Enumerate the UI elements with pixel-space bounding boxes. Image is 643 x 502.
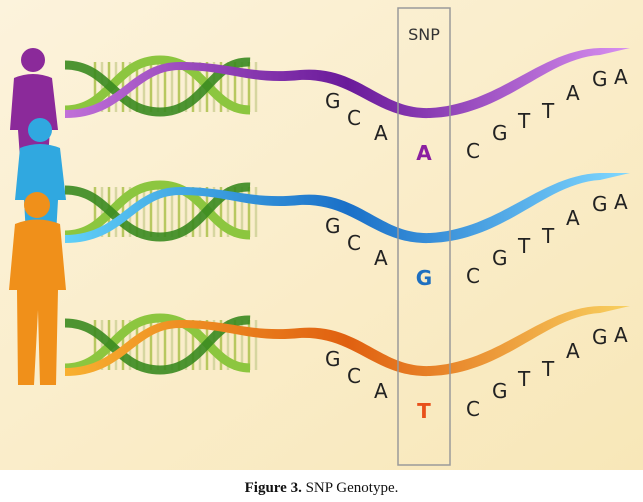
base-letter: G: [325, 347, 341, 371]
caption-label: Figure 3.: [244, 480, 302, 496]
person-orange-icon: [9, 192, 66, 385]
ribbon-strand: [65, 306, 630, 377]
base-letter: G: [592, 192, 608, 216]
base-letter: A: [374, 121, 388, 145]
base-letter: G: [492, 121, 508, 145]
base-letter: G: [325, 89, 341, 113]
snp-base-letter: T: [417, 399, 431, 423]
base-letter: A: [566, 206, 580, 230]
base-letter: G: [325, 214, 341, 238]
base-letter: T: [517, 367, 531, 391]
base-letter: C: [347, 106, 361, 130]
base-letter: T: [517, 109, 531, 133]
base-letter: A: [374, 379, 388, 403]
snp-label: SNP: [408, 25, 440, 44]
base-letter: T: [541, 224, 555, 248]
base-letter: A: [614, 323, 628, 347]
base-letter: A: [566, 81, 580, 105]
caption-text: SNP Genotype.: [305, 480, 399, 496]
base-letter: A: [614, 190, 628, 214]
base-letter: G: [492, 379, 508, 403]
base-letter: T: [541, 357, 555, 381]
base-letter: A: [614, 65, 628, 89]
figure-caption: Figure 3. SNP Genotype.: [0, 480, 643, 497]
snp-base-letter: G: [416, 266, 432, 290]
base-letter: T: [541, 99, 555, 123]
base-letter: G: [492, 246, 508, 270]
base-letter: G: [592, 325, 608, 349]
base-letter: C: [347, 231, 361, 255]
base-letter: C: [466, 139, 480, 163]
ribbon-strand: [65, 173, 630, 244]
base-letter: C: [347, 364, 361, 388]
base-letter: C: [466, 397, 480, 421]
ribbon-strand: [65, 48, 630, 119]
base-letter: G: [592, 67, 608, 91]
base-letter: C: [466, 264, 480, 288]
snp-base-letter: A: [416, 141, 432, 165]
base-letter: T: [517, 234, 531, 258]
snp-highlight-box: [397, 7, 451, 466]
base-letter: A: [374, 246, 388, 270]
base-letter: A: [566, 339, 580, 363]
